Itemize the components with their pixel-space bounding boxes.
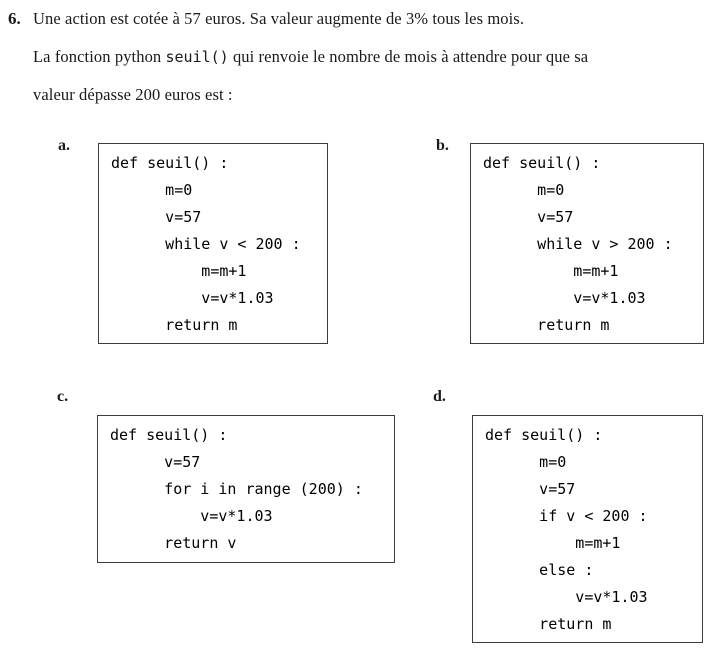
option-d-code: def seuil() : m=0 v=57 if v < 200 : m=m+… [485,426,648,633]
option-c-code-box: def seuil() : v=57 for i in range (200) … [97,415,395,563]
question-text-line-2: La fonction python seuil() qui renvoie l… [33,47,588,67]
option-b-code: def seuil() : m=0 v=57 while v > 200 : m… [483,154,673,334]
option-b-label: b. [436,137,449,154]
option-c-label: c. [57,388,69,405]
option-c-code: def seuil() : v=57 for i in range (200) … [110,426,363,552]
question-text-line-1: Une action est cotée à 57 euros. Sa vale… [33,9,525,28]
option-a-code-box: def seuil() : m=0 v=57 while v < 200 : m… [98,143,328,344]
option-b-code-box: def seuil() : m=0 v=57 while v > 200 : m… [470,143,704,344]
inline-code-seuil: seuil() [165,48,229,66]
option-d-code-box: def seuil() : m=0 v=57 if v < 200 : m=m+… [472,415,703,643]
question-text-line-3: valeur dépasse 200 euros est : [33,85,233,104]
option-d-label: d. [433,388,446,405]
question-number: 6. [8,9,21,28]
question-line-2-pre: La fonction python [33,47,166,66]
question-line-2-post: qui renvoie le nombre de mois à attendre… [228,47,589,66]
option-a-code: def seuil() : m=0 v=57 while v < 200 : m… [111,154,301,334]
option-a-label: a. [58,137,70,154]
